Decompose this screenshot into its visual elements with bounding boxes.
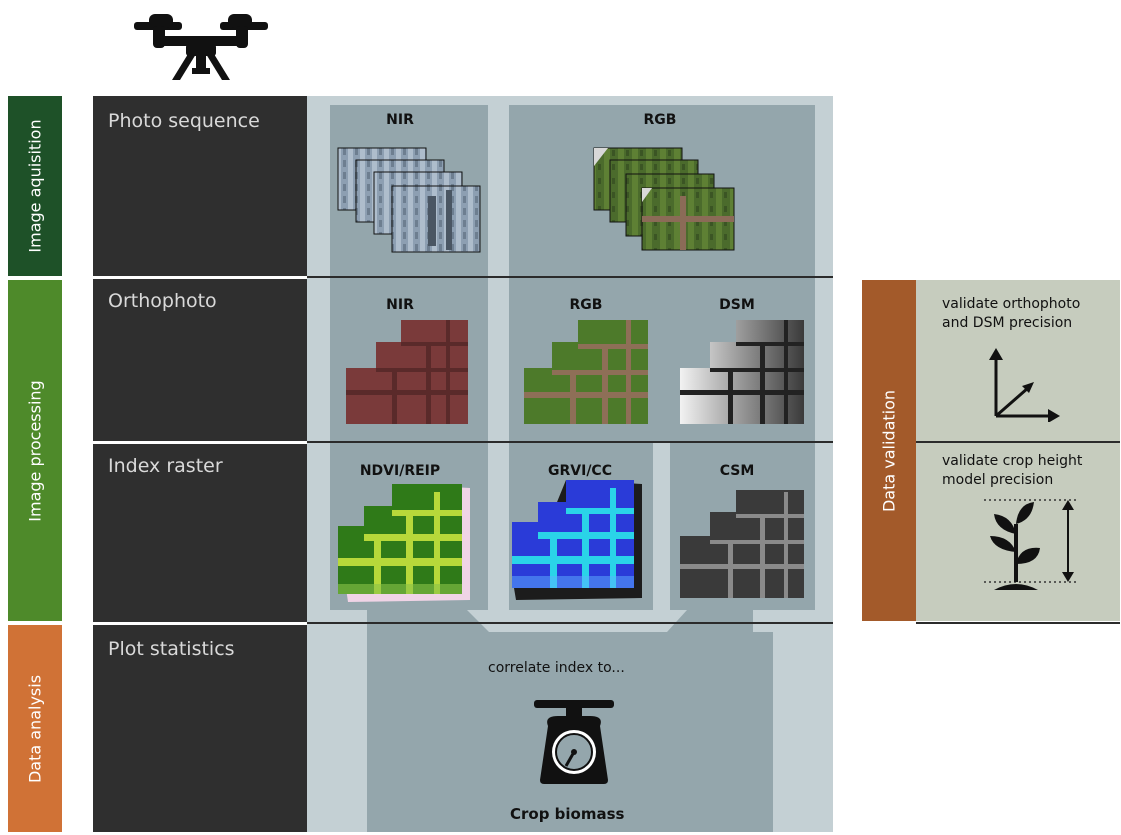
col-title-nir: NIR bbox=[386, 297, 414, 313]
drone-icon bbox=[134, 14, 268, 80]
row-panel-index-raster bbox=[93, 444, 307, 622]
dsm-orthophoto-image bbox=[680, 320, 804, 424]
row-title-plot-statistics: Plot statistics bbox=[108, 638, 235, 660]
row-title-photo-sequence: Photo sequence bbox=[108, 110, 260, 132]
row-divider bbox=[307, 622, 833, 624]
band-label: Data validation bbox=[879, 389, 899, 512]
row-divider bbox=[307, 276, 833, 278]
ndvi-reip-index-image bbox=[338, 484, 470, 602]
row-panel-photo-sequence bbox=[93, 96, 307, 276]
rgb-orthophoto-image bbox=[524, 320, 648, 424]
validation-text-2: validate crop height model precision bbox=[942, 452, 1082, 490]
grvi-cc-index-image bbox=[512, 480, 642, 600]
col-title-csm: CSM bbox=[719, 463, 755, 479]
band-data-validation: Data validation bbox=[862, 280, 916, 621]
row-title-orthophoto: Orthophoto bbox=[108, 290, 217, 312]
validation-text-line: validate crop height bbox=[942, 453, 1083, 469]
scale-icon bbox=[534, 700, 614, 784]
band-label: Image processing bbox=[25, 379, 45, 522]
row-title-index-raster: Index raster bbox=[108, 455, 223, 477]
col-title-grvi-cc: GRVI/CC bbox=[548, 463, 612, 479]
col-title-rgb: RGB bbox=[643, 112, 677, 128]
row-divider bbox=[916, 441, 1120, 443]
band-label: Data analysis bbox=[25, 674, 45, 783]
band-data-analysis: Data analysis bbox=[8, 625, 62, 832]
col-title-nir: NIR bbox=[386, 112, 414, 128]
validation-text-1: validate orthophoto and DSM precision bbox=[942, 295, 1080, 333]
row-panel-orthophoto bbox=[93, 279, 307, 441]
band-label: Image aquisition bbox=[25, 119, 45, 253]
row-panel-plot-statistics bbox=[93, 625, 307, 832]
band-image-acquisition: Image aquisition bbox=[8, 96, 62, 276]
rgb-photo-stack-image bbox=[593, 147, 735, 251]
validation-text-line: and DSM precision bbox=[942, 315, 1073, 331]
row-divider bbox=[916, 622, 1120, 624]
axes-icon bbox=[989, 348, 1060, 422]
validation-text-line: model precision bbox=[942, 472, 1054, 488]
col-title-ndvi-reip: NDVI/REIP bbox=[359, 463, 441, 479]
band-image-processing: Image processing bbox=[8, 280, 62, 621]
col-title-rgb: RGB bbox=[569, 297, 603, 313]
col-title-dsm: DSM bbox=[719, 297, 755, 313]
nir-photo-stack-image bbox=[337, 147, 481, 253]
csm-index-image bbox=[680, 490, 804, 598]
plant-height-icon bbox=[984, 499, 1076, 590]
correlate-prompt: correlate index to... bbox=[488, 660, 625, 676]
row-divider bbox=[307, 441, 833, 443]
crop-biomass-label: Crop biomass bbox=[510, 805, 625, 823]
nir-orthophoto-image bbox=[346, 320, 468, 424]
validation-text-line: validate orthophoto bbox=[942, 296, 1081, 312]
